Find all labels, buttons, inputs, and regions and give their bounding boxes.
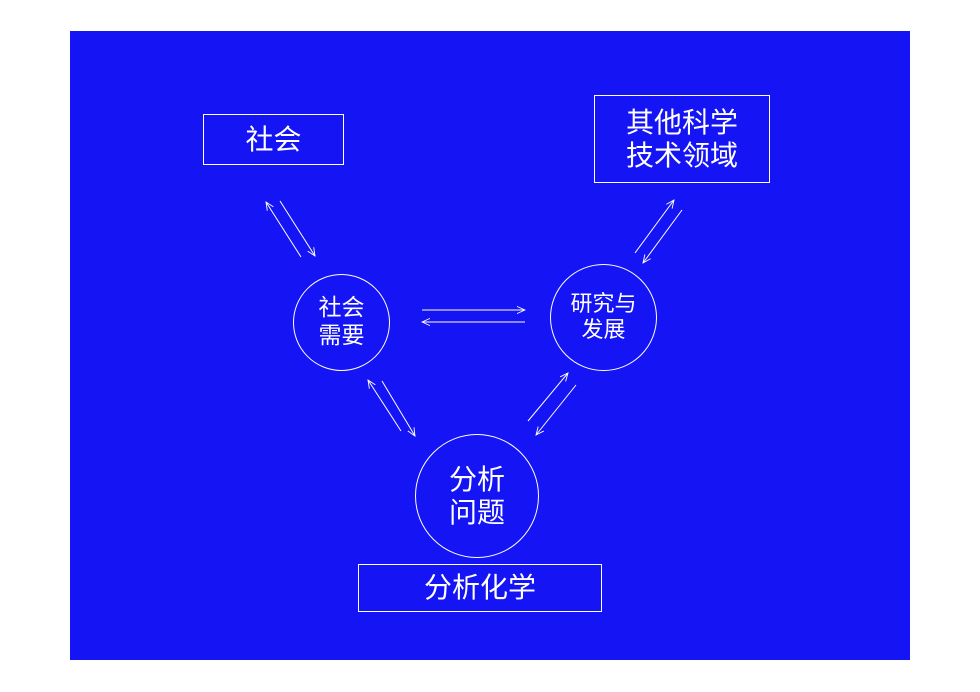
social-need-circle: 社会 需要 [293,274,390,371]
research-circle: 研究与 发展 [550,264,657,371]
arrow-research-to-problem [536,384,577,435]
analysis-problem-line-1: 分析 [448,462,505,496]
analysis-problem-circle: 分析 问题 [415,434,539,558]
social-need-line-1: 社会 [318,295,365,322]
arrows-layer [70,31,683,660]
social-need-line-2: 需要 [318,322,365,349]
analysis-problem-circle-text: 分析 问题 [449,463,505,529]
analytical-chemistry-box: 分析化学 [358,564,602,612]
society-box-line-1: 社会 [245,122,302,156]
analytical-chemistry-box-text: 分析化学 [424,571,536,604]
arrow-problem-to-need [368,380,402,432]
research-circle-text: 研究与 发展 [570,292,636,344]
analytical-chemistry-line-1: 分析化学 [423,571,536,605]
arrow-need-to-society [266,202,302,258]
social-need-circle-text: 社会 需要 [319,295,365,349]
arrow-society-to-need [279,200,315,256]
arrow-need-to-problem [381,380,415,436]
society-box: 社会 [203,114,344,165]
analysis-problem-line-2: 问题 [448,496,505,529]
arrow-research-to-fields [634,200,674,254]
other-fields-box-text: 其他科学 技术领域 [626,106,738,172]
arrow-problem-to-research [527,373,568,422]
other-fields-box-line-2: 技术领域 [625,139,738,172]
other-fields-box: 其他科学 技术领域 [594,95,770,183]
other-fields-box-line-1: 其他科学 [625,105,738,139]
research-line-1: 研究与 [570,291,637,317]
research-line-2: 发展 [581,317,626,343]
arrow-fields-to-research [643,209,683,263]
slide-background: 社会 其他科学 技术领域 社会 需要 研究与 发展 分析 问题 分析化学 [70,31,910,660]
society-box-text: 社会 [245,123,301,156]
